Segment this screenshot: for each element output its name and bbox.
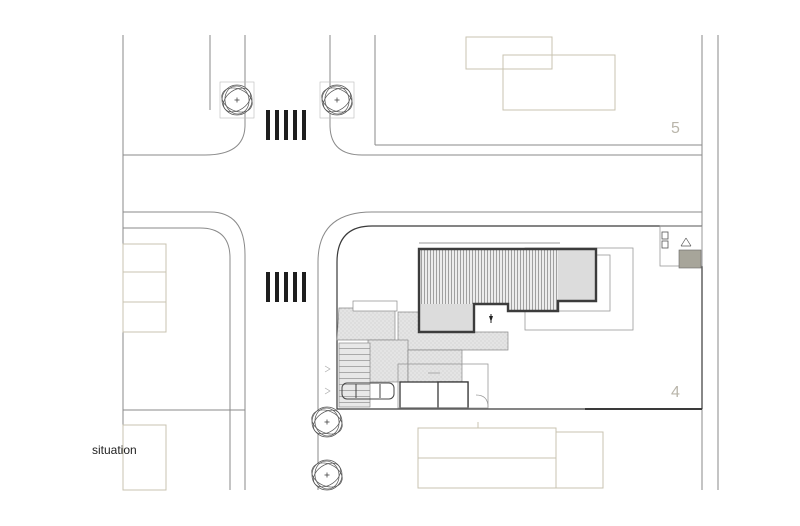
tree-icon: [307, 404, 347, 440]
lot-number-site: 4: [671, 384, 680, 401]
garden-shed: [399, 381, 469, 409]
zebra-crossing-north: [266, 110, 306, 140]
tree-icon: [217, 82, 257, 118]
tree-icon: [307, 457, 347, 493]
path-markers: [324, 365, 331, 395]
main-building: [417, 242, 598, 334]
mailbox-icon: [661, 231, 669, 249]
plan-caption: situation: [92, 443, 137, 457]
tree-icon: [317, 82, 357, 118]
neighbour-buildings: [122, 36, 616, 491]
shed-outline: [397, 363, 489, 409]
road-edges: [122, 35, 719, 490]
utility-block: [678, 249, 702, 269]
car-icon: [341, 382, 395, 400]
gate-icon: [680, 237, 692, 247]
lot-number-north-east: 5: [671, 120, 680, 137]
zebra-crossing-west: [266, 272, 306, 302]
stair-ramp: [338, 342, 371, 408]
